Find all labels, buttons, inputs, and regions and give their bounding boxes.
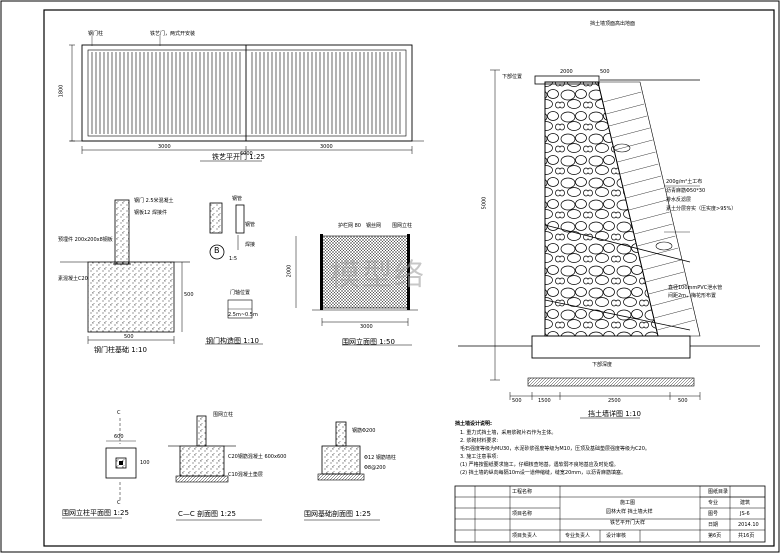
design-note-4: 3. 施工注意事项:: [460, 454, 499, 460]
tb-drawing-title: 施工图: [620, 500, 636, 506]
foundation-note-2: 钢板12 焊接件: [134, 210, 167, 216]
gate-dim-left: 3000: [158, 144, 171, 150]
retaining-wall-section: [458, 69, 760, 419]
wall-top-note: 挡土墙顶面高出地面: [590, 21, 636, 27]
tb-field-v-2: JS-6: [740, 511, 750, 517]
gate-elevation: [69, 36, 424, 162]
wall-bottom-note: 下部深度: [592, 362, 613, 368]
tb-lead-label: 项目负责人: [512, 533, 538, 539]
design-note-2: 2. 浆砌材料要求:: [460, 438, 499, 444]
tb-review-label: 设计审核: [606, 533, 627, 539]
fence-caption: 围网立面图 1:50: [342, 338, 395, 346]
post-foundation-section: [60, 199, 190, 344]
wall-bottom-dim-2: 1500: [538, 398, 551, 404]
wall-top-dim-2: 500: [600, 69, 610, 75]
wall-pipe-note-2: 间距2m，梅花形布置: [668, 293, 717, 299]
wall-bottom-dim-3: 2500: [608, 398, 621, 404]
design-note-6: (2) 挡土墙的纵向每隔10m设一道伸缩缝，缝宽20mm，以沥青麻筋填塞。: [460, 470, 627, 476]
detail-b-note-2: 钢管: [245, 222, 256, 228]
design-notes-heading: 挡土墙设计说明:: [455, 421, 493, 427]
section-cc-caption: C—C 剖面图 1:25: [178, 510, 236, 518]
wall-note-4: 素土分层夯实（压实度>95%）: [666, 206, 737, 212]
wall-elev-top: 下部位置: [502, 74, 523, 80]
foundation-note-1: 钢门 2.5米混凝土: [134, 198, 174, 204]
post-plan-mark-bottom: C: [117, 500, 121, 506]
detail-b-hinge-label: 门轴位置: [230, 290, 251, 296]
tb-field-k-1: 专业: [708, 500, 719, 506]
fence-elevation: [295, 234, 418, 346]
detail-b-marker: B: [214, 246, 220, 255]
detail-b-note-3: 焊接: [245, 242, 256, 248]
base-detail-caption: 围网基础剖面图 1:25: [304, 510, 371, 518]
wall-note-1: 200g/m²土工布: [666, 179, 703, 185]
wall-height-dim: 5000: [481, 196, 488, 210]
fence-dim-height: 2000: [286, 264, 293, 278]
post-plan-dim-2: 100: [140, 460, 150, 466]
tb-project-name-label: 工程名称: [512, 489, 533, 495]
detail-b-hinge-note: 2.5m~0.5m: [228, 312, 258, 318]
gate-detail-b: [205, 202, 263, 345]
tb-field-v-3: 2014.10: [738, 522, 759, 528]
post-plan-caption: 围网立柱平面图 1:25: [62, 509, 129, 517]
wall-top-dim-1: 2000: [560, 69, 573, 75]
gate-dim-width: 6000: [240, 151, 253, 157]
fence-note-1: 护栏网 80: [338, 223, 361, 229]
tb-field-k-2: 图号: [708, 511, 719, 517]
fence-note-3: 围网立柱: [392, 223, 413, 229]
wall-note-2: 沥青麻筋Φ50*30: [666, 188, 706, 194]
section-cc-note-2: C20钢筋混凝土 600x600: [228, 454, 287, 460]
tb-field-k-0: 图纸目录: [708, 489, 729, 495]
wall-note-3: 排水反滤层: [666, 197, 692, 203]
base-detail-note-2: Φ12 钢筋墙柱: [364, 455, 396, 461]
tb-field-k-4: 第6页: [708, 533, 722, 539]
foundation-left-note-1: 预埋件 200x200x8钢板: [58, 237, 113, 243]
detail-b-caption: 钢门构造图 1:10: [206, 337, 259, 345]
design-note-3: 毛石强度等级为MU30，水泥砂浆强度等级为M10，压顶及基础垫层强度等级为C20…: [460, 446, 650, 452]
gate-dim-height: 1800: [58, 84, 65, 98]
gate-post-label: 钢门柱: [88, 31, 104, 37]
design-note-5: (1) 严格按图纸要求施工，仔细核查地基，遇软弱不良地基应及时处理。: [460, 462, 619, 468]
section-cc-note-3: C10混凝土垫层: [228, 472, 263, 478]
fence-dim-width: 3000: [360, 324, 373, 330]
detail-b-scale: 1:5: [229, 256, 238, 262]
tb-drawing-sub-1: 园林大样 挡土墙大样: [606, 509, 653, 515]
fence-base-detail: [304, 421, 380, 521]
detail-b-note-1: 钢管: [232, 196, 243, 202]
tb-field-k-3: 日期: [708, 522, 719, 528]
foundation-dim-height: 500: [184, 292, 194, 298]
foundation-left-note-2: 素混凝土C20: [58, 276, 88, 282]
foundation-caption: 钢门柱基础 1:10: [94, 346, 147, 354]
tb-field-v-1: 建筑: [740, 500, 751, 506]
gate-dim-right: 3000: [320, 144, 333, 150]
post-plan: [62, 418, 137, 519]
tb-item-name-label: 项目名称: [512, 511, 533, 517]
gate-top-note: 铁艺门，两式开安装: [150, 31, 196, 37]
title-block-frame: [454, 485, 766, 543]
wall-bottom-dim-4: 500: [678, 398, 688, 404]
design-note-1: 1. 重力式挡土墙，采用浆砌片石作为主体。: [460, 430, 557, 436]
section-cc-note-1: 围网立柱: [213, 412, 234, 418]
wall-pipe-note-1: 直径100mmPVC泄水管: [668, 285, 723, 291]
post-plan-mark-top: C: [117, 410, 121, 416]
foundation-dim-width: 500: [124, 334, 134, 340]
fence-note-2: 钢丝网: [366, 223, 382, 229]
gate-caption: 铁艺平开门 1:25: [212, 153, 265, 161]
base-detail-note-3: Φ8@200: [364, 465, 386, 471]
section-cc: [168, 415, 262, 521]
base-detail-note-1: 钢筋Φ200: [352, 428, 376, 434]
wall-caption: 挡土墙详图 1:10: [588, 410, 641, 418]
post-plan-dim-1: 600: [114, 434, 124, 440]
tb-spec-lead-label: 专业负责人: [565, 533, 591, 539]
watermark: 模型络: [330, 258, 426, 293]
tb-drawing-sub-2: 铁艺平开门大样: [610, 520, 646, 526]
tb-field-v-4: 共16页: [738, 533, 755, 539]
wall-bottom-dim-1: 500: [512, 398, 522, 404]
